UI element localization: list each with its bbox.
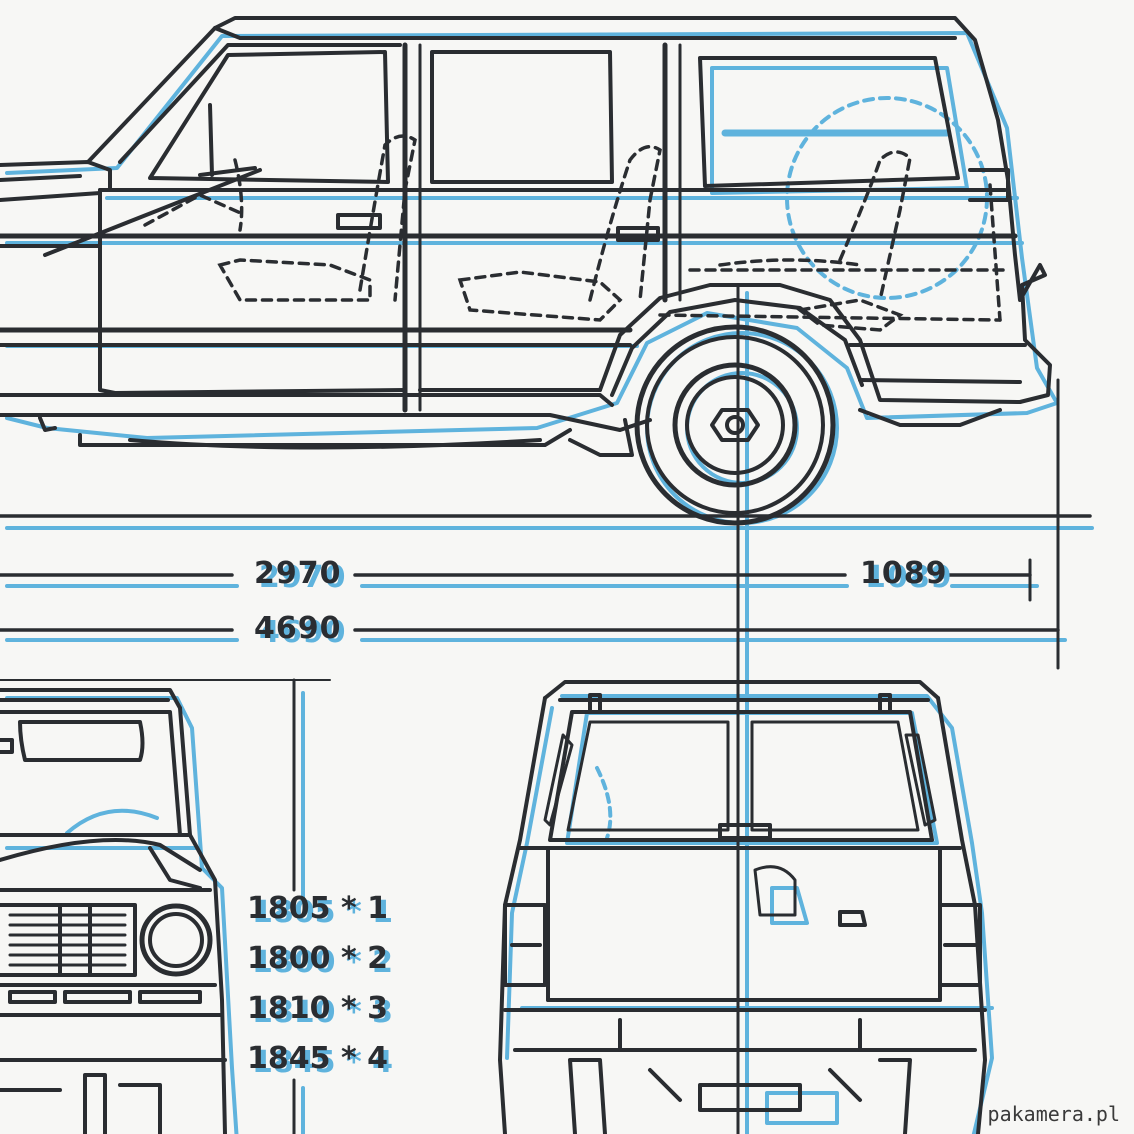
- rear-view-vehicle: [498, 680, 987, 1134]
- svg-text:1089: 1089: [865, 560, 953, 595]
- interior-dashed-seats: [143, 134, 1007, 332]
- height-variant-4: 1845 * 4: [247, 1041, 388, 1076]
- svg-text:1805 * 1: 1805 * 1: [252, 895, 393, 930]
- height-variant-2: 1800 * 2: [247, 941, 388, 976]
- height-variant-3: 1810 * 3: [247, 991, 388, 1026]
- wheelbase-label: 2970: [254, 556, 342, 591]
- svg-text:1845 * 4: 1845 * 4: [252, 1045, 393, 1080]
- svg-text:1800 * 2: 1800 * 2: [252, 945, 393, 980]
- svg-text:2970: 2970: [259, 560, 347, 595]
- overall-length-label: 4690: [254, 611, 342, 646]
- dimension-lines: [0, 283, 1092, 1134]
- front-view-vehicle: [0, 688, 227, 1134]
- height-variant-1: 1805 * 1: [247, 891, 388, 926]
- height-labels: 1805 * 1 1805 * 1 1800 * 2 1800 * 2 1810…: [247, 891, 393, 1080]
- dimension-labels: 2970 2970 1089 1089 4690 4690: [254, 556, 953, 650]
- watermark: pakamera.pl: [987, 1102, 1120, 1126]
- svg-text:1810 * 3: 1810 * 3: [252, 995, 393, 1030]
- side-view-vehicle: [0, 16, 1052, 526]
- rear-overhang-label: 1089: [860, 556, 948, 591]
- svg-text:4690: 4690: [259, 615, 347, 650]
